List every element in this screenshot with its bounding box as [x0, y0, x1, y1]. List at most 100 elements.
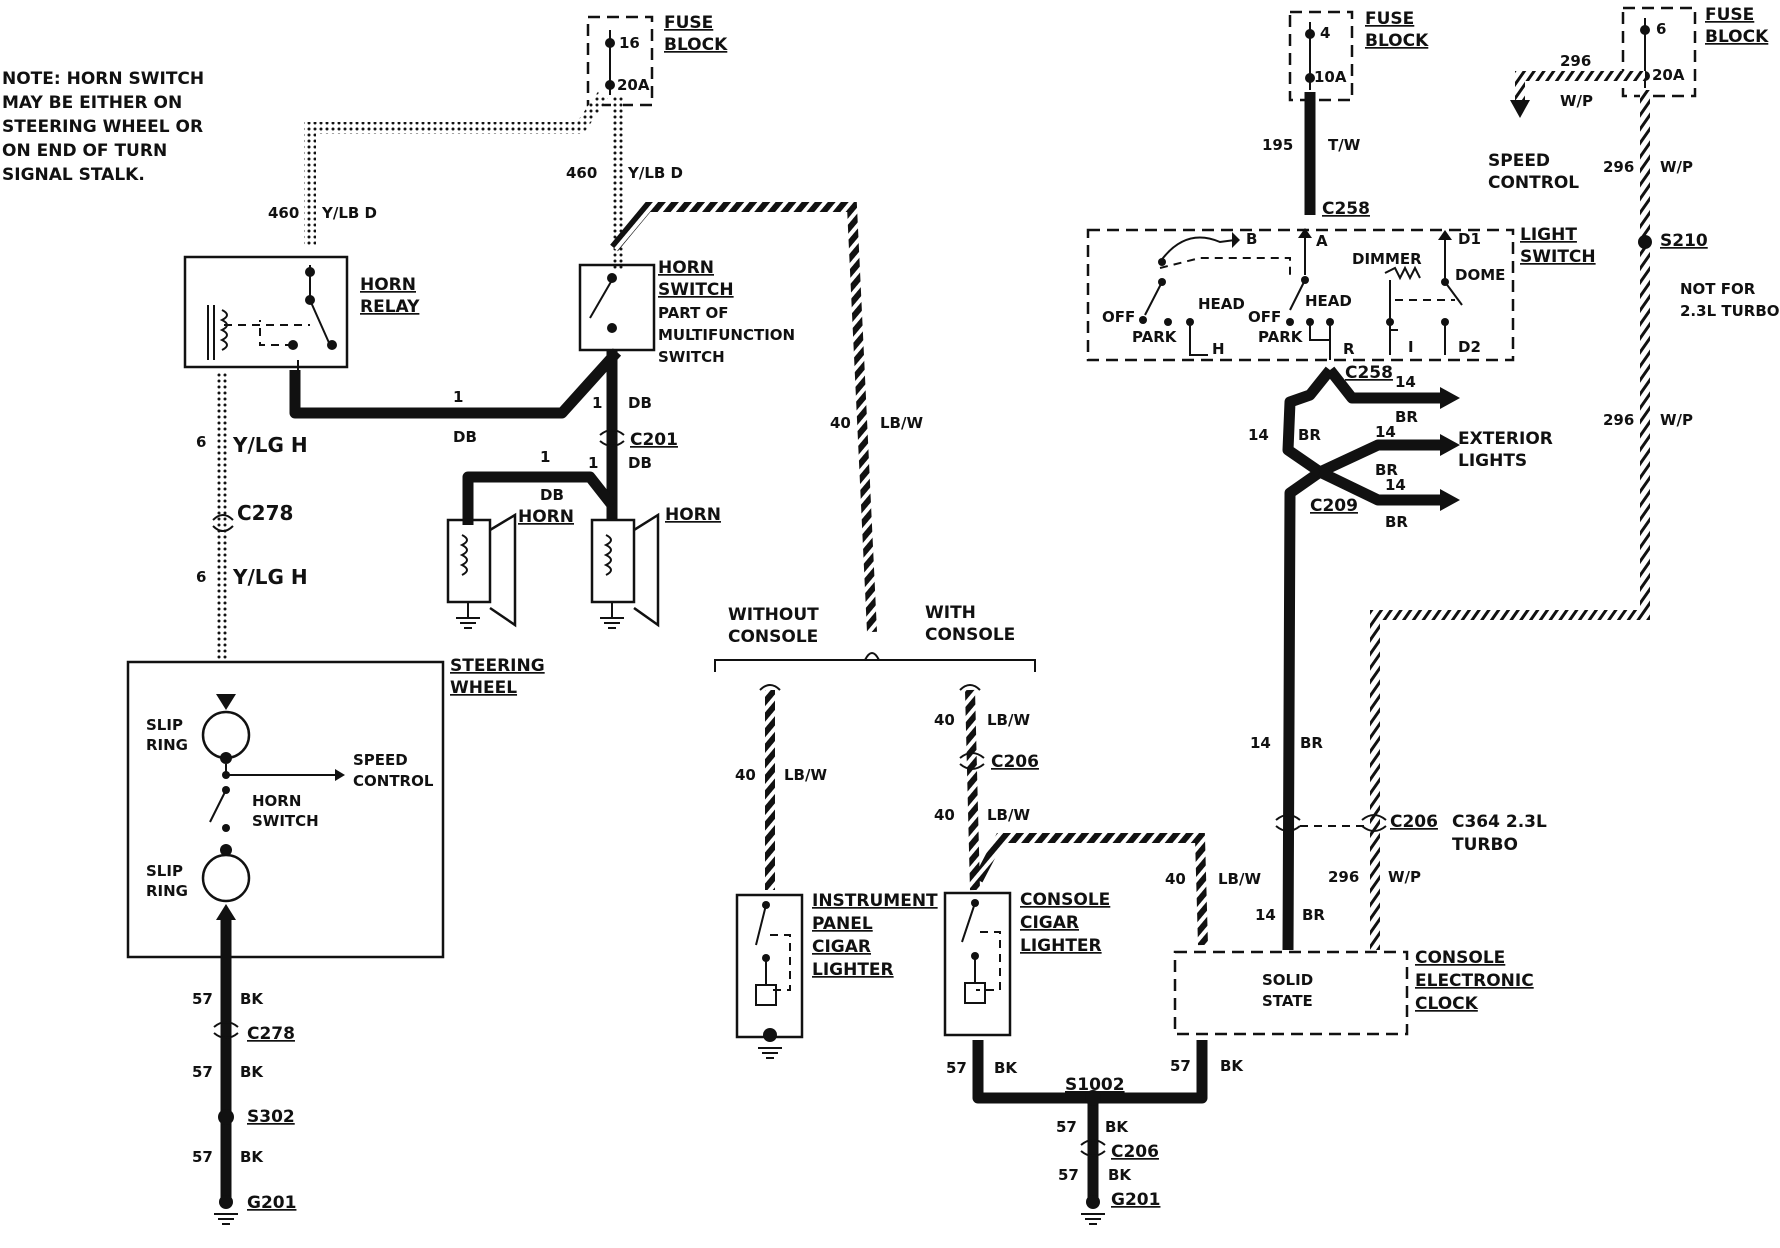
wire-1-relay-to-switch [289, 348, 622, 419]
label-console-cigar-lighter-1: CIGAR [1020, 913, 1079, 933]
c201-connector [599, 429, 625, 447]
label-wires-w57c-c: BK [240, 1148, 264, 1166]
horn-switch: HORN SWITCH PART OF MULTIFUNCTION SWITCH [578, 258, 795, 366]
label-steering-wheel-speed-control-1: CONTROL [353, 772, 434, 790]
label-fuse-block-16-rating: 20A [617, 76, 650, 94]
label-fuse-block-4-rating: 10A [1314, 68, 1347, 86]
label-wires-w296b-c: W/P [1660, 158, 1693, 176]
wire-14-exterior-lights-lower [1317, 467, 1445, 506]
label-connectors-g201a: G201 [247, 1193, 296, 1213]
label-light-switch-t-h: H [1212, 340, 1225, 358]
label-wires-w195-c: T/W [1328, 136, 1361, 154]
wire-1-to-left-horn [462, 471, 617, 525]
label-wires-w40a: 40 [830, 414, 851, 432]
label-fuse-block-16-title-0: FUSE [664, 13, 713, 33]
label-wires-w14a-c: BR [1395, 408, 1418, 426]
label-wires-w57f: 57 [1056, 1118, 1077, 1136]
label-wires-w40d: 40 [934, 806, 955, 824]
label-light-switch-dimmer: DIMMER [1352, 250, 1422, 268]
label-light-switch-t-d1: D1 [1458, 230, 1481, 248]
label-connectors-c258a: C258 [1322, 199, 1370, 219]
label-wires-w57b: 57 [192, 1063, 213, 1081]
label-wires-w57e: 57 [1170, 1057, 1191, 1075]
label-steering-wheel-title-1: WHEEL [450, 678, 517, 698]
ground-symbol-g201-left [214, 1213, 238, 1225]
horn-switch-note: NOTE: HORN SWITCH MAY BE EITHER ON STEER… [2, 69, 204, 185]
label-connectors-g201b: G201 [1111, 1190, 1160, 1210]
console-option-split: WITHOUT CONSOLE WITH CONSOLE [714, 603, 1036, 672]
label-wires-w40a-c: LB/W [880, 414, 923, 432]
label-light-switch-t-d2: D2 [1458, 338, 1481, 356]
label-wires-w14f-c: BR [1302, 906, 1325, 924]
label-clock-inner-0: SOLID [1262, 971, 1313, 989]
label-connectors-c206b: C206 [1111, 1142, 1159, 1162]
label-horn-relay-1: RELAY [360, 297, 420, 317]
label-wires-w14d: 14 [1385, 476, 1406, 494]
label-light-switch-off1: OFF [1102, 308, 1135, 326]
label-light-switch-t-i: I [1408, 338, 1414, 356]
label-wires-w14d-c: BR [1385, 513, 1408, 531]
label-horn-switch-2: PART OF [658, 304, 729, 322]
label-wires-w40c: 40 [934, 711, 955, 729]
label-ip-cigar-lighter-1: PANEL [812, 914, 873, 934]
label-steering-wheel-slip-ring-bottom-1: RING [146, 882, 188, 900]
label-wires-w40d-c: LB/W [987, 806, 1030, 824]
label-connectors-c258b: C258 [1345, 363, 1393, 383]
label-fuse-block-6-rating: 20A [1652, 66, 1685, 84]
label-ip-cigar-lighter-2: CIGAR [812, 937, 871, 957]
horn-relay: HORN RELAY [183, 255, 420, 375]
label-wires-w57a-c: BK [240, 990, 264, 1008]
label-wires-w14e: 14 [1250, 734, 1271, 752]
label-clock-inner-1: STATE [1262, 992, 1313, 1010]
label-wires-w-dbc: DB [628, 454, 652, 472]
label-wires-w14c: 14 [1375, 423, 1396, 441]
label-clock-title-0: CONSOLE [1415, 948, 1505, 968]
label-wires-w6a: 6 [196, 433, 206, 451]
label-connectors-c209: C209 [1310, 496, 1358, 516]
c278-lower-connector [213, 1021, 239, 1039]
wire-14-exterior-lights-upper [1325, 366, 1445, 404]
label-wires-w-dbd: DB [540, 486, 564, 504]
label-horn-relay-0: HORN [360, 275, 416, 295]
label-console-options-without-1: CONSOLE [728, 627, 818, 647]
label-wires-w296c: 296 [1603, 411, 1634, 429]
horn-right: HORN [590, 505, 721, 629]
label-fuse-block-6-title-1: BLOCK [1705, 27, 1769, 47]
wire-296-to-speed-control [1515, 71, 1645, 108]
label-light-switch-title-0: LIGHT [1520, 225, 1577, 245]
label-console-options-without-0: WITHOUT [728, 605, 819, 625]
fuse-block-6: 6 20A FUSE BLOCK [1621, 5, 1769, 98]
label-wires-w296d: 296 [1328, 868, 1359, 886]
label-note-4: SIGNAL STALK. [2, 165, 145, 185]
label-note-0: NOTE: HORN SWITCH [2, 69, 204, 89]
label-wires-w57g-c: BK [1108, 1166, 1132, 1184]
label-wires-w460a: 460 [268, 204, 299, 222]
label-wires-w1c: 1 [540, 448, 550, 466]
label-connectors-c206a: C206 [991, 752, 1039, 772]
label-console-cigar-lighter-0: CONSOLE [1020, 890, 1110, 910]
label-fuse-block-4-number: 4 [1320, 24, 1330, 42]
light-switch: B OFF HEAD PARK H A OFF HEAD PARK R DIMM… [1086, 225, 1596, 362]
label-fuse-block-16-title-1: BLOCK [664, 35, 728, 55]
label-wires-w40e-c: LB/W [1218, 870, 1261, 888]
label-connectors-c278a: C278 [237, 501, 293, 525]
label-wires-w57f-c: BK [1105, 1118, 1129, 1136]
label-wires-w1a: 1 [453, 388, 463, 406]
wire-40-fuse-to-lighters [610, 202, 877, 633]
c206-connector-lighter [959, 752, 985, 770]
label-wires-w195: 195 [1262, 136, 1293, 154]
label-fuse-block-4-title-1: BLOCK [1365, 31, 1429, 51]
label-wires-w40b-c: LB/W [784, 766, 827, 784]
label-exterior-lights-0: EXTERIOR [1458, 429, 1553, 449]
label-not-for-1: 2.3L TURBO [1680, 302, 1780, 320]
label-note-1: MAY BE EITHER ON [2, 93, 182, 113]
label-wires-w460b-c: Y/LB D [627, 164, 683, 182]
label-clock-title-2: CLOCK [1415, 994, 1479, 1014]
wire-14-headlamp-trunk [1282, 366, 1335, 951]
fuse-block-16: 16 20A FUSE BLOCK [586, 13, 728, 107]
label-not-for-0: NOT FOR [1680, 280, 1756, 298]
label-steering-wheel-slip-ring-top-1: RING [146, 736, 188, 754]
label-wires-w40c-c: LB/W [987, 711, 1030, 729]
label-connectors-s1002: S1002 [1065, 1075, 1125, 1095]
label-console-cigar-lighter-2: LIGHTER [1020, 936, 1102, 956]
